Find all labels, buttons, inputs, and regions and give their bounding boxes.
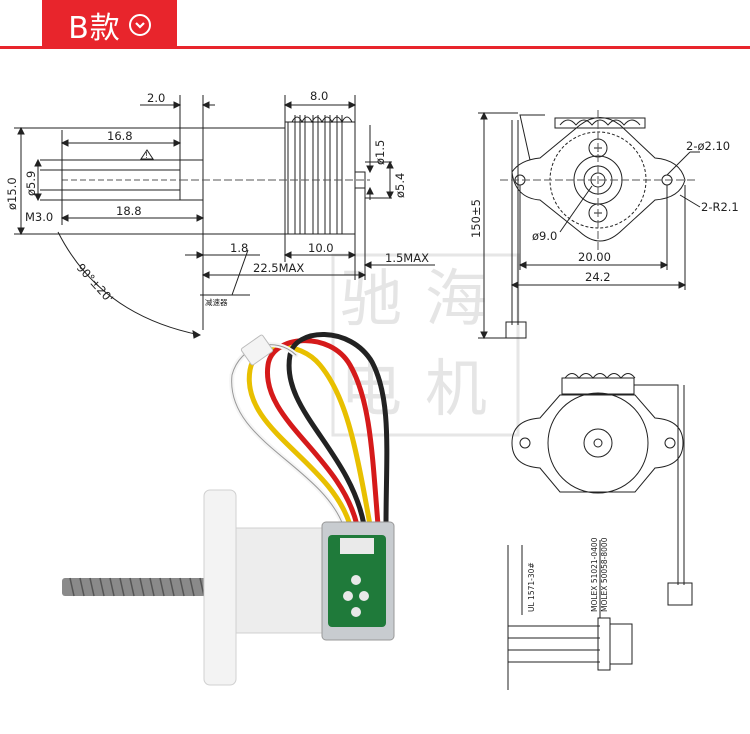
front-view	[478, 110, 701, 340]
gearbox-body	[202, 127, 286, 235]
molex-part-2: MOLEX 50058-8000	[600, 537, 609, 612]
triangle-mark: !	[145, 151, 148, 160]
dim-m3: M3.0	[25, 210, 53, 224]
dim-dia-1-5: ø1.5	[373, 140, 387, 165]
connector-detail	[507, 540, 633, 690]
molex-part-1: MOLEX 51021-0400	[590, 537, 599, 612]
header-title: B款	[68, 10, 121, 46]
dim-10: 10.0	[308, 241, 334, 255]
dim-angle: 90°±20'	[74, 261, 116, 306]
connector-plug	[240, 334, 274, 366]
watermark: 驰 海 电 机	[331, 253, 520, 437]
dim-dia-9: ø9.0	[532, 229, 557, 243]
dim-20: 20.00	[578, 250, 611, 264]
dim-1-8: 1.8	[230, 241, 248, 255]
dim-8: 8.0	[310, 89, 328, 103]
dim-lead-length: 150±5	[469, 199, 483, 238]
dim-24-2: 24.2	[585, 270, 611, 284]
technical-drawing: 驰 海 电 机	[5, 89, 739, 690]
mount-bracket	[203, 489, 237, 686]
mount-flange	[511, 117, 686, 242]
gearbox-housing	[235, 527, 327, 634]
dim-dia-5-9: ø5.9	[24, 171, 38, 196]
dim-holes: 2-ø2.10	[686, 139, 730, 153]
dim-dia-5-4: ø5.4	[393, 173, 407, 198]
dim-22-5-max: 22.5MAX	[253, 261, 304, 275]
header-underline	[0, 46, 750, 49]
product-photo	[62, 332, 395, 686]
front-view-labels: 2-ø2.10 2-R2.1 ø9.0 20.00 24.2 150±5	[469, 139, 739, 284]
dim-16-8: 16.8	[107, 129, 133, 143]
watermark-char: 海	[425, 262, 487, 335]
back-view	[511, 373, 693, 606]
dim-2: 2.0	[147, 91, 165, 105]
watermark-char: 机	[425, 352, 487, 425]
lead-connector	[505, 321, 527, 339]
dim-1-5-max: 1.5MAX	[385, 251, 429, 265]
dim-18-8: 18.8	[116, 204, 142, 218]
header-tab: B款	[42, 0, 177, 49]
watermark-char: 驰	[340, 262, 402, 335]
side-view	[14, 95, 435, 339]
chevron-down-icon	[128, 13, 151, 36]
connector-labels: UL 1571-30# MOLEX 51021-0400 MOLEX 50058…	[527, 537, 609, 612]
dim-radius: 2-R2.1	[701, 200, 739, 214]
wire-spec: UL 1571-30#	[527, 562, 536, 612]
dim-dia-15: ø15.0	[5, 177, 19, 210]
gearbox-note: 减速器	[205, 297, 228, 307]
